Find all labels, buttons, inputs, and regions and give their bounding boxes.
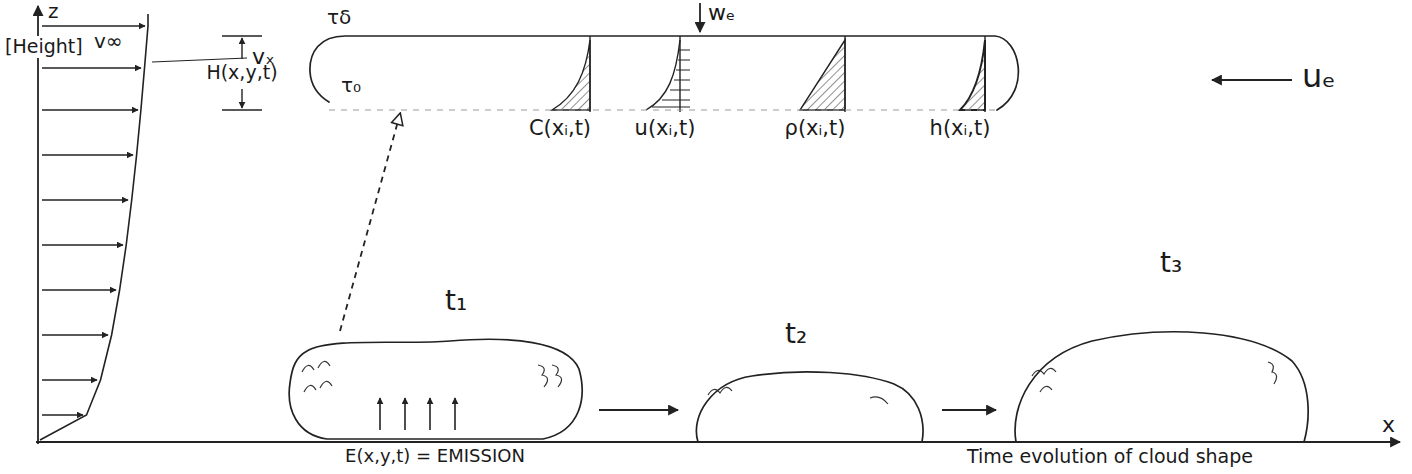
velocity-arrow — [42, 414, 83, 415]
profile-label: u(xᵢ,t) — [635, 116, 696, 140]
profile-label: h(xᵢ,t) — [930, 116, 991, 140]
zoom-connector — [340, 114, 400, 331]
inflow-label: uₑ — [1302, 58, 1336, 95]
velocity-arrow — [42, 289, 116, 290]
velocity-profile-inset — [646, 40, 680, 110]
profile-hatch — [674, 80, 690, 81]
velocity-arrow — [42, 154, 133, 155]
turbulence-mark — [1032, 362, 1277, 392]
axis-label: z — [48, 0, 59, 23]
shape-outline — [690, 368, 926, 442]
shape-outline — [305, 36, 1025, 110]
velocity-arrow — [42, 25, 145, 26]
velocity-label: v∞ — [94, 30, 123, 53]
caption-note: Time evolution of cloud shape — [967, 446, 1253, 468]
turbulence-mark — [538, 365, 562, 387]
turbulence-mark — [708, 387, 888, 404]
entrainment-arrow — [699, 3, 701, 32]
height-arrow — [241, 38, 242, 59]
axis-label: x — [1382, 412, 1395, 437]
cloud-shape: t₂ — [690, 368, 926, 442]
velocity-profile — [40, 14, 148, 440]
velocity-arrow — [42, 67, 141, 68]
emission-arrow — [379, 398, 381, 430]
emission-arrow — [454, 398, 456, 430]
boundary-label: τ₀ — [341, 74, 361, 97]
concentration-profile — [552, 40, 590, 110]
time-arrow — [599, 409, 678, 411]
height-tick — [222, 109, 262, 110]
profile-axis — [984, 36, 985, 112]
enthalpy-profile — [960, 40, 985, 110]
caption-note: E(x,y,t) = EMISSION — [345, 446, 525, 467]
density-profile — [800, 40, 845, 110]
entrainment-label: wₑ — [708, 0, 735, 25]
emission-arrow — [429, 398, 431, 430]
profile-hatch — [676, 70, 690, 71]
profile-label: C(xᵢ,t) — [529, 116, 591, 140]
time-label: t₃ — [1160, 247, 1182, 279]
profile-hatch — [662, 100, 690, 101]
cloud-shape: t₃ — [1010, 325, 1310, 442]
velocity-arrow — [42, 109, 138, 110]
profile-axis — [844, 36, 845, 112]
velocity-arrow — [42, 244, 123, 245]
base-line — [329, 110, 997, 111]
profile-hatch — [678, 60, 690, 61]
turbulence-mark — [302, 361, 332, 392]
time-label: t₂ — [785, 318, 807, 350]
profile-hatch — [652, 107, 690, 108]
velocity-arrow — [42, 199, 128, 200]
cloud-shape: t₁ — [285, 335, 585, 442]
z-axis — [37, 6, 39, 444]
shape-outline — [1010, 325, 1310, 442]
profile-axis — [589, 36, 590, 112]
profile-hatch — [670, 90, 690, 91]
velocity-arrow — [42, 334, 108, 335]
profile-hatch — [679, 50, 690, 51]
velocity-arrow — [42, 379, 97, 380]
outline-path — [289, 339, 582, 439]
inflow-arrow — [1212, 79, 1292, 81]
height-arrow — [241, 89, 242, 108]
x-axis — [36, 441, 1400, 443]
outline-path — [696, 372, 923, 442]
outline-path — [310, 36, 1018, 110]
emission-arrow — [404, 398, 406, 430]
axis-label: [Height] — [3, 36, 85, 58]
height-tick — [222, 35, 262, 36]
time-arrow — [942, 409, 996, 411]
outline-path — [1015, 332, 1308, 442]
boundary-label: τδ — [327, 6, 351, 29]
shape-outline — [285, 335, 585, 442]
profile-label: ρ(xᵢ,t) — [785, 116, 846, 140]
height-label: H(x,y,t) — [206, 62, 277, 84]
time-label: t₁ — [445, 285, 467, 317]
profile-axis — [679, 36, 680, 112]
plume-section: τδτ₀ — [305, 36, 1025, 110]
